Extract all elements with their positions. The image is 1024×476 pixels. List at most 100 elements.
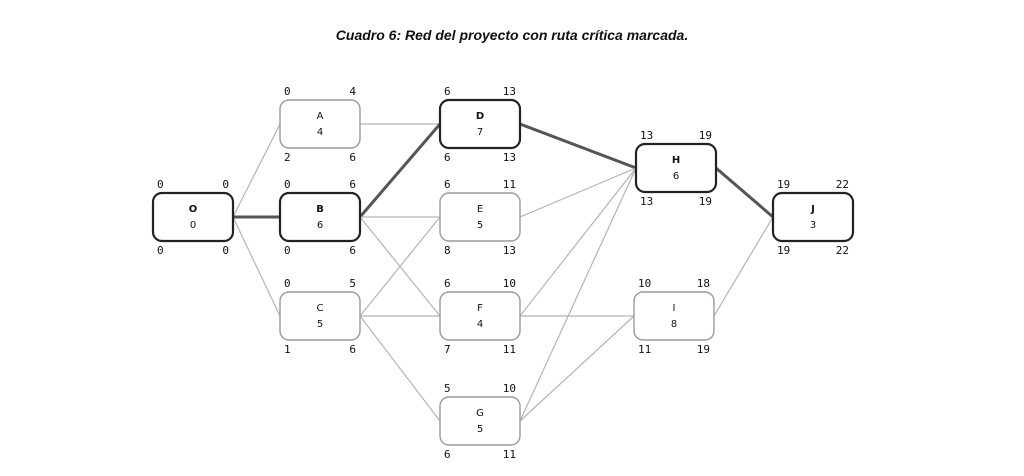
activity-name: B	[316, 204, 324, 215]
early-finish: 22	[836, 178, 849, 191]
activity-box	[151, 191, 235, 243]
activity-node-G: G 5 5 10 6 11	[439, 382, 521, 461]
early-start: 13	[640, 129, 653, 142]
edge-D-H	[519, 122, 637, 170]
edge-I-J	[713, 216, 774, 317]
late-start: 8	[444, 244, 451, 257]
late-start: 2	[284, 151, 291, 164]
early-start: 19	[777, 178, 790, 191]
edges-layer	[232, 122, 774, 422]
edge-E-H	[519, 167, 637, 218]
activity-node-E: E 5 6 11 8 13	[439, 178, 521, 257]
early-start: 6	[444, 277, 451, 290]
late-start: 11	[638, 343, 651, 356]
edge-G-I	[519, 315, 635, 422]
activity-duration: 7	[477, 127, 483, 138]
activity-name: G	[476, 408, 484, 419]
activity-duration: 5	[317, 319, 323, 330]
early-start: 6	[444, 178, 451, 191]
activity-name: J	[810, 204, 815, 215]
activity-node-J: J 3 19 22 19 22	[771, 178, 855, 257]
edge-B-D	[358, 123, 442, 218]
late-start: 1	[284, 343, 291, 356]
early-start: 5	[444, 382, 451, 395]
activity-name: A	[317, 111, 324, 122]
early-start: 0	[157, 178, 164, 191]
activity-box	[438, 98, 522, 150]
early-start: 0	[284, 85, 291, 98]
late-finish: 6	[349, 151, 356, 164]
early-finish: 10	[503, 382, 516, 395]
activity-node-I: I 8 10 18 11 19	[633, 277, 715, 356]
early-finish: 6	[349, 178, 356, 191]
activity-node-A: A 4 0 4 2 6	[279, 85, 361, 164]
activity-box	[439, 192, 521, 242]
edge-F-H	[519, 167, 637, 317]
early-finish: 19	[699, 129, 712, 142]
activity-box	[279, 291, 361, 341]
early-start: 10	[638, 277, 651, 290]
late-start: 19	[777, 244, 790, 257]
activity-duration: 4	[317, 127, 323, 138]
late-finish: 11	[503, 448, 516, 461]
diagram-caption: Cuadro 6: Red del proyecto con ruta crít…	[335, 27, 689, 43]
late-finish: 6	[349, 244, 356, 257]
activity-box	[771, 191, 855, 243]
late-start: 6	[444, 151, 451, 164]
early-finish: 0	[222, 178, 229, 191]
activity-duration: 4	[477, 319, 483, 330]
activity-box	[279, 99, 361, 149]
early-start: 6	[444, 85, 451, 98]
late-finish: 19	[699, 195, 712, 208]
late-finish: 11	[503, 343, 516, 356]
late-start: 6	[444, 448, 451, 461]
edge-G-H	[519, 167, 637, 422]
activity-box	[439, 291, 521, 341]
late-finish: 13	[503, 244, 516, 257]
early-finish: 11	[503, 178, 516, 191]
early-finish: 5	[349, 277, 356, 290]
late-start: 0	[157, 244, 164, 257]
activity-duration: 3	[810, 220, 816, 231]
activity-name: D	[476, 111, 484, 122]
activity-box	[634, 142, 718, 194]
early-finish: 18	[697, 277, 710, 290]
activity-box	[633, 291, 715, 341]
early-finish: 4	[349, 85, 356, 98]
late-finish: 13	[503, 151, 516, 164]
activity-name: O	[189, 204, 198, 215]
edge-C-E	[359, 216, 441, 317]
activity-duration: 6	[317, 220, 323, 231]
activity-box	[278, 191, 362, 243]
early-start: 0	[284, 277, 291, 290]
late-finish: 22	[836, 244, 849, 257]
late-start: 13	[640, 195, 653, 208]
edge-C-G	[359, 315, 441, 422]
edge-O-A	[232, 123, 281, 218]
late-start: 7	[444, 343, 451, 356]
activity-duration: 5	[477, 424, 483, 435]
activity-node-B: B 6 0 6 0 6	[278, 178, 362, 257]
activity-duration: 0	[190, 220, 196, 231]
activity-duration: 8	[671, 319, 677, 330]
activity-name: I	[673, 303, 676, 314]
early-start: 0	[284, 178, 291, 191]
activity-name: E	[477, 204, 483, 215]
late-finish: 0	[222, 244, 229, 257]
early-finish: 13	[503, 85, 516, 98]
activity-name: H	[672, 155, 680, 166]
activity-name: F	[477, 303, 483, 314]
activity-duration: 5	[477, 220, 483, 231]
activity-duration: 6	[673, 171, 679, 182]
late-finish: 19	[697, 343, 710, 356]
edge-H-J	[715, 166, 774, 219]
activity-node-O: O 0 0 0 0 0	[151, 178, 235, 257]
activity-name: C	[317, 303, 324, 314]
edge-O-C	[232, 216, 281, 317]
activity-node-D: D 7 6 13 6 13	[438, 85, 522, 164]
late-start: 0	[284, 244, 291, 257]
